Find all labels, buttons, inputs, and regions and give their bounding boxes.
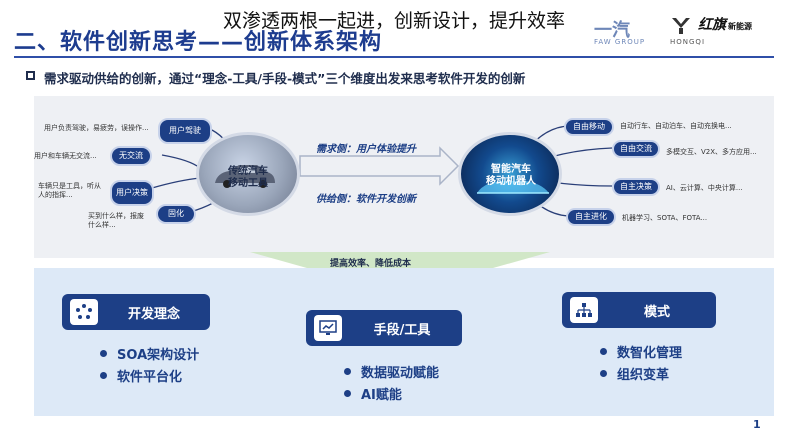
org-chart-icon [570, 297, 598, 323]
faw-sub: FAW GROUP [594, 38, 646, 46]
pillar-label: 开发理念 [127, 306, 180, 322]
dots-circle-icon [70, 299, 98, 325]
left-text-2: 用户和车辆无交流... [34, 152, 97, 160]
left-text-3: 车辆只是工具，听从人的指挥... [38, 182, 101, 199]
pillar-development-concept: 开发理念 [62, 294, 210, 330]
node-user-driving: 用户驾驶 [158, 118, 212, 144]
bullet-text: 数据驱动赋能 [361, 366, 440, 381]
bullet-dot-icon [100, 350, 107, 357]
right-text-3: AI、云计算、中央计算... [666, 184, 743, 192]
pillar-label: 模式 [643, 304, 670, 320]
faw-mark: 一汽 [594, 20, 630, 41]
node-user-decision: 用户决策 [110, 180, 154, 206]
demand-label: 需求侧：用户体验提升 [316, 144, 416, 155]
page-number: 1 [753, 418, 761, 431]
bullet-dot-icon [600, 370, 607, 377]
smart-car-icon [477, 181, 549, 194]
smart-car-label: 智能汽车 移动机器人 [486, 164, 536, 187]
pillar-label: 手段/工具 [373, 322, 431, 338]
node-free-movement: 自由移动 [564, 118, 614, 136]
bullet-item: SOA架构设计 [100, 344, 199, 363]
left-text-1: 用户负责驾驶，易疲劳，误操作... [44, 124, 149, 132]
screen-chart-icon [314, 315, 342, 341]
hongqi-logo: 红旗新能源 HONGQI [670, 14, 780, 48]
faw-logo: 一汽 FAW GROUP [594, 16, 664, 46]
pillar-mode: 模式 [562, 292, 716, 328]
bullet-item: 软件平台化 [100, 366, 182, 385]
bullet-text: 组织变革 [617, 368, 670, 383]
right-text-4: 机器学习、SOTA、FOTA... [622, 214, 708, 222]
upper-panel [34, 96, 774, 258]
smart-car-circle [458, 132, 562, 216]
bullet-text: 数智化管理 [617, 346, 683, 361]
node-free-communication: 自由交流 [612, 140, 660, 158]
bullet-dot-icon [600, 348, 607, 355]
bullet-dot-icon [344, 368, 351, 375]
title-underline [14, 56, 774, 58]
bullet-dot-icon [344, 390, 351, 397]
bullet-text: 软件平台化 [117, 370, 183, 385]
supply-label: 供给侧：软件开发创新 [316, 194, 416, 205]
bullet-item: 组织变革 [600, 364, 669, 383]
hongqi-brand-suffix: 新能源 [728, 22, 752, 31]
overlay-caption: 双渗透两根一起进，创新设计，提升效率 [222, 10, 565, 32]
pillar-tools: 手段/工具 [306, 310, 462, 346]
funnel-label: 提高效率、降低成本 [330, 259, 412, 269]
traditional-car-label: 传统汽车 移动工具 [228, 166, 268, 189]
bullet-text: SOA架构设计 [117, 348, 200, 363]
node-fixed: 固化 [156, 204, 196, 224]
section-title: 二、软件创新思考——创新体系架构 [14, 30, 383, 55]
bullet-item: 数智化管理 [600, 342, 682, 361]
bullet-item: AI赋能 [344, 384, 402, 403]
left-text-4: 买到什么样，报废什么样... [88, 212, 144, 229]
hongqi-emblem-icon [672, 18, 690, 34]
node-autonomous-decision: 自主决策 [612, 178, 660, 196]
traditional-car-circle [196, 132, 300, 216]
bullet-dot-icon [100, 372, 107, 379]
right-text-2: 多模交互、V2X、多方应用... [666, 148, 757, 156]
node-no-communication: 无交流 [110, 146, 152, 166]
right-text-1: 自动行车、自动泊车、自动充换电... [620, 122, 732, 130]
bullet-text: AI赋能 [361, 388, 402, 403]
bullet-item: 数据驱动赋能 [344, 362, 439, 381]
car-icon [215, 165, 275, 188]
subtitle: 需求驱动供给的创新，通过“理念-工具/手段-模式”三个维度出发来思考软件开发的创… [44, 71, 526, 86]
node-autonomous-evolution: 自主进化 [566, 208, 616, 226]
hongqi-brand: 红旗 [698, 17, 726, 33]
hongqi-sub: HONGQI [670, 38, 706, 46]
square-bullet-icon [26, 71, 35, 80]
